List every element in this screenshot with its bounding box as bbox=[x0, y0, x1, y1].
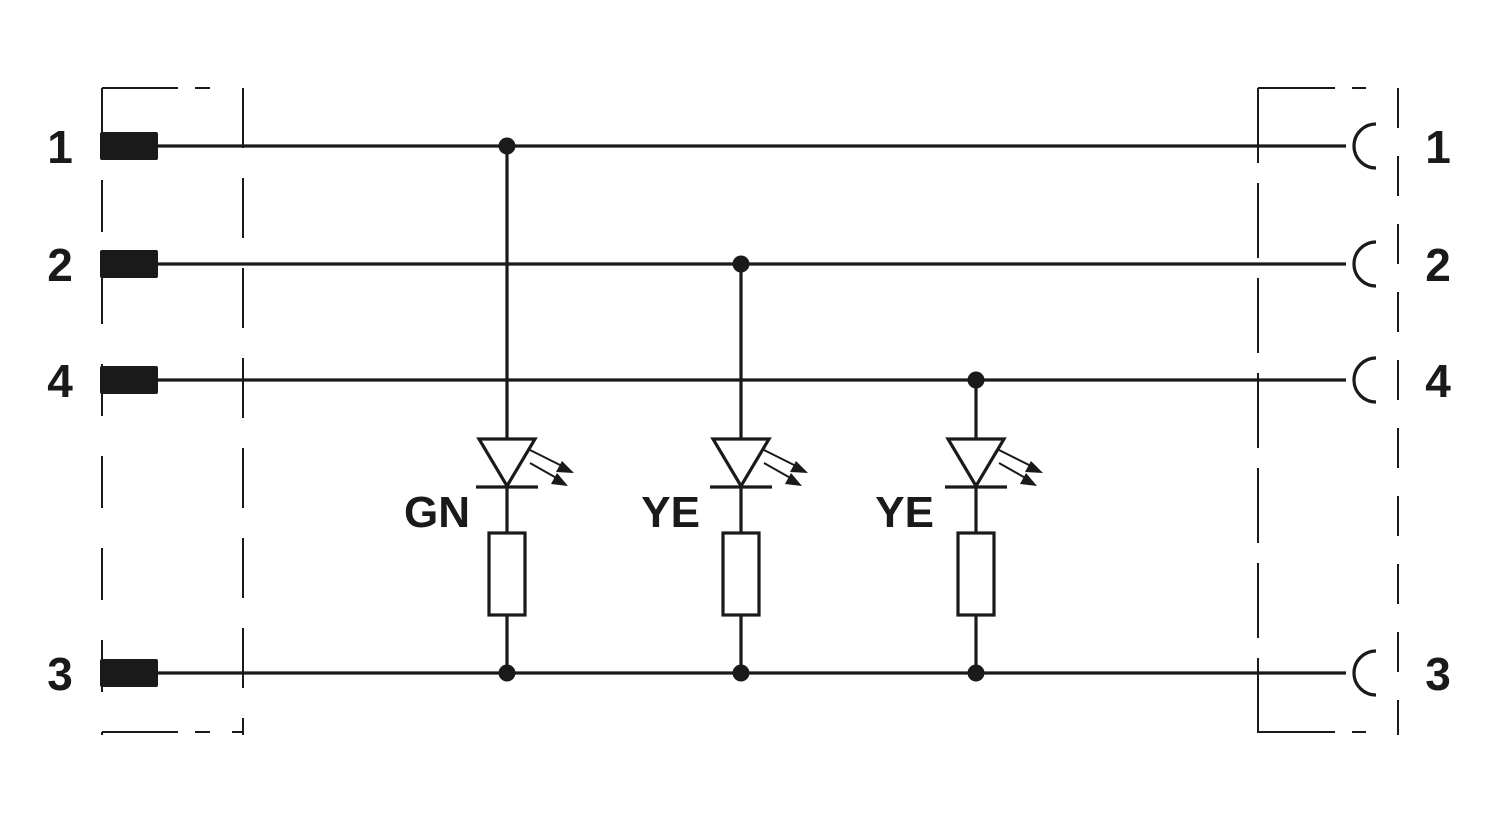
right-socket-4 bbox=[1352, 356, 1377, 404]
led-branch-gn bbox=[476, 137, 574, 682]
led-label-ye-1: YE bbox=[641, 488, 700, 537]
light-emission-arrows-gn bbox=[529, 449, 574, 486]
left-pin-2 bbox=[100, 250, 158, 278]
resistor-ye-1 bbox=[721, 531, 761, 617]
junction-dot-ye-1-top bbox=[732, 255, 750, 273]
led-branch-ye-2 bbox=[945, 371, 1043, 682]
right-pin-label-3: 3 bbox=[1425, 648, 1451, 700]
junction-dot-ye-2-top bbox=[967, 371, 985, 389]
right-pin-label-2: 2 bbox=[1425, 239, 1451, 291]
led-diode-ye-2 bbox=[945, 437, 1007, 490]
left-pin-1 bbox=[100, 132, 158, 160]
right-sockets bbox=[1352, 122, 1377, 697]
left-pin-label-1: 1 bbox=[47, 121, 73, 173]
led-diode-gn bbox=[476, 437, 538, 490]
left-pin-label-4: 4 bbox=[47, 355, 73, 407]
junction-dot-gn-bottom bbox=[498, 664, 516, 682]
light-emission-arrows-ye-2 bbox=[998, 449, 1043, 486]
led-label-ye-2: YE bbox=[875, 488, 934, 537]
right-pin-label-4: 4 bbox=[1425, 355, 1451, 407]
led-diode-ye-1 bbox=[710, 437, 772, 490]
left-connector-housing bbox=[101, 87, 244, 735]
led-branch-ye-1 bbox=[710, 255, 808, 682]
junction-dot-gn-top bbox=[498, 137, 516, 155]
junction-dot-ye-2-bottom bbox=[967, 664, 985, 682]
right-pin-label-1: 1 bbox=[1425, 121, 1451, 173]
led-label-gn: GN bbox=[404, 488, 470, 537]
left-pin-3 bbox=[100, 659, 158, 687]
right-socket-2 bbox=[1352, 240, 1377, 288]
light-emission-arrows-ye-1 bbox=[763, 449, 808, 486]
left-pins bbox=[100, 132, 158, 687]
left-pin-4 bbox=[100, 366, 158, 394]
left-pin-label-3: 3 bbox=[47, 648, 73, 700]
resistor-gn bbox=[487, 531, 527, 617]
resistor-ye-2 bbox=[956, 531, 996, 617]
left-pin-label-2: 2 bbox=[47, 239, 73, 291]
right-socket-3 bbox=[1352, 649, 1377, 697]
right-connector-housing bbox=[1257, 87, 1399, 735]
horizontal-wires bbox=[158, 144, 1346, 675]
right-socket-1 bbox=[1352, 122, 1377, 170]
junction-dot-ye-1-bottom bbox=[732, 664, 750, 682]
